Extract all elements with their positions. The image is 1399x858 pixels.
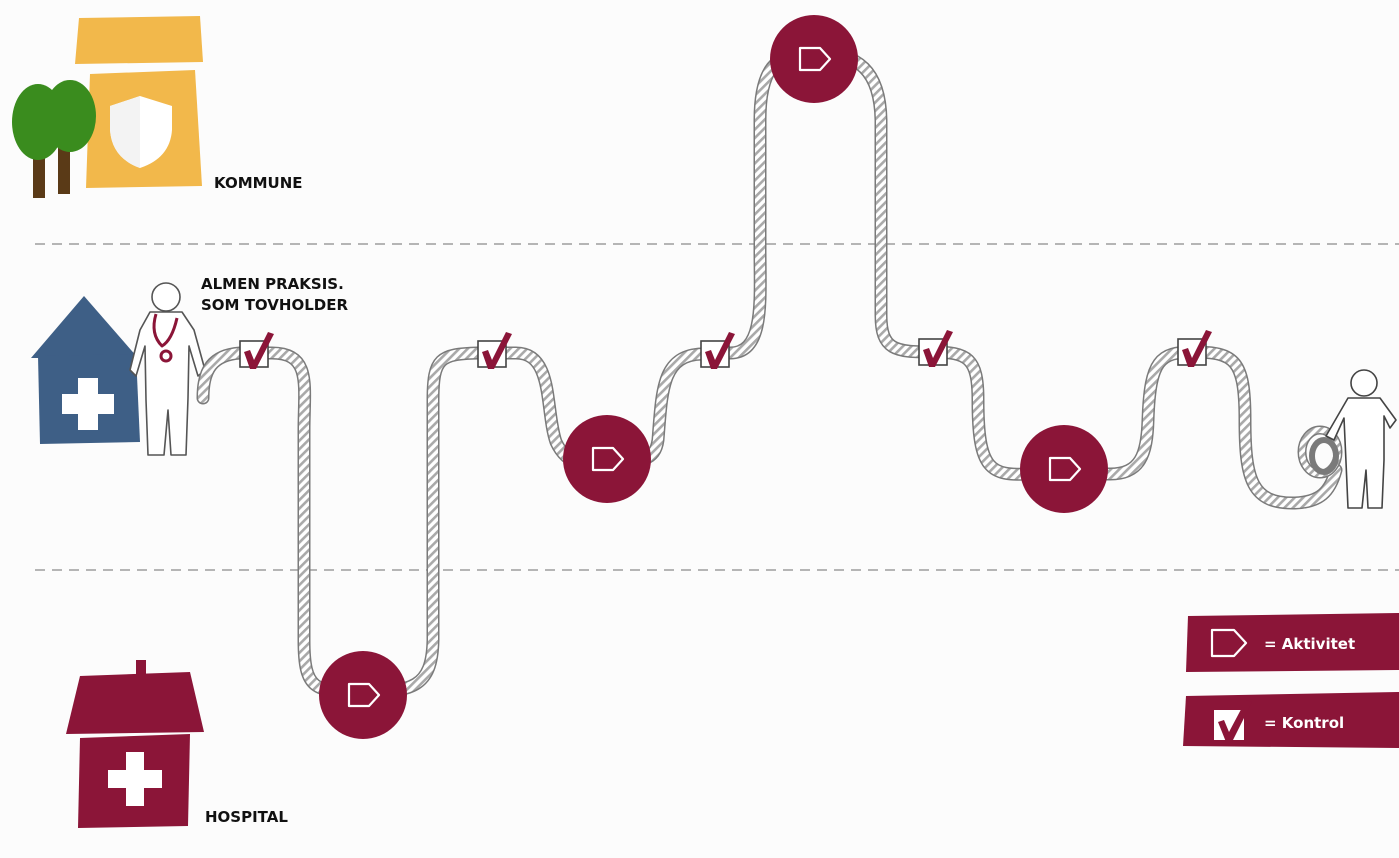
cross-icon — [62, 378, 114, 430]
zone-label-hospital: HOSPITAL — [205, 808, 288, 826]
zone-label-almen-praksis: ALMEN PRAKSIS. SOM TOVHOLDER — [201, 275, 349, 314]
kontrol-checkpoint-5 — [1177, 330, 1212, 367]
kontrol-checkpoint-1 — [239, 332, 274, 369]
aktivitet-node-2 — [563, 415, 651, 503]
activity-tag-icon — [1210, 628, 1248, 658]
activity-tag-icon — [347, 682, 381, 708]
doctor-icon — [129, 282, 206, 456]
activity-tag-icon — [591, 446, 625, 472]
rope-icon — [196, 45, 1343, 699]
aktivitet-node-1 — [319, 651, 407, 739]
checkmark-icon — [1182, 330, 1212, 367]
checkmark-icon — [1214, 700, 1252, 742]
aktivitet-node-3 — [770, 15, 858, 103]
checkmark-icon — [923, 330, 953, 367]
shield-icon — [110, 96, 172, 168]
kontrol-checkpoint-2 — [477, 332, 512, 369]
tree-icon — [44, 80, 96, 194]
checkmark-icon — [244, 332, 274, 369]
legend-label-kontrol: = Kontrol — [1264, 714, 1344, 732]
aktivitet-node-4 — [1020, 425, 1108, 513]
legend-label-aktivitet: = Aktivitet — [1264, 635, 1355, 653]
almen-praksis-house-icon — [31, 296, 140, 444]
zone-label-kommune: KOMMUNE — [214, 174, 303, 192]
stethoscope-icon — [152, 313, 179, 363]
hospital-building-icon — [66, 660, 204, 828]
patient-icon — [1325, 369, 1397, 509]
kontrol-checkpoint-3 — [700, 332, 735, 369]
activity-tag-icon — [1048, 456, 1082, 482]
cross-icon — [108, 752, 162, 806]
activity-tag-icon — [798, 46, 832, 72]
checkmark-icon — [482, 332, 512, 369]
kommune-building-icon — [12, 16, 203, 198]
checkmark-icon — [705, 332, 735, 369]
kontrol-checkpoint-4 — [918, 330, 953, 367]
legend-aktivitet-background — [1186, 613, 1399, 672]
